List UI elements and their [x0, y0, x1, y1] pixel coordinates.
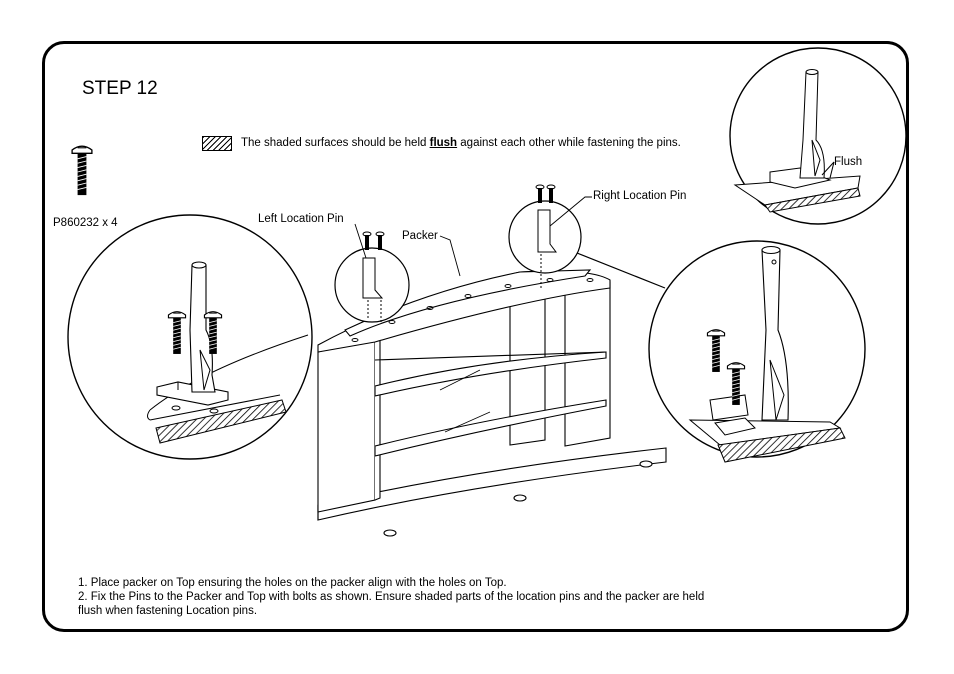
leader-lines: [354, 196, 592, 277]
bolt-icon: [71, 145, 93, 196]
step-frame: [42, 41, 909, 632]
flush-note-emphasis: flush: [429, 137, 458, 149]
flush-label: Flush: [834, 156, 863, 168]
step-title: STEP 12: [82, 78, 158, 99]
packer-holes: [351, 278, 594, 342]
flush-detail: [729, 47, 907, 225]
packer-label: Packer: [402, 230, 438, 242]
part-code-label: P860232 x 4: [53, 217, 118, 229]
left-pin-callout: [334, 231, 410, 323]
flush-note-after: against each other while fastening the p…: [457, 137, 681, 149]
instructions: 1. Place packer on Top ensuring the hole…: [78, 576, 718, 618]
instruction-1: 1. Place packer on Top ensuring the hole…: [78, 577, 507, 589]
flush-note-before: The shaded surfaces should be held: [241, 137, 430, 149]
left-pin-detail: [67, 214, 313, 460]
instruction-2: 2. Fix the Pins to the Packer and Top wi…: [78, 591, 705, 617]
left-location-pin-label: Left Location Pin: [258, 213, 344, 225]
right-pin-callout: [508, 184, 582, 290]
tv-stand: [317, 269, 667, 537]
shaded-surface-swatch: [202, 136, 232, 151]
flush-note: The shaded surfaces should be held flush…: [241, 137, 681, 149]
right-pin-detail: [576, 240, 866, 463]
right-location-pin-label: Right Location Pin: [593, 190, 687, 202]
